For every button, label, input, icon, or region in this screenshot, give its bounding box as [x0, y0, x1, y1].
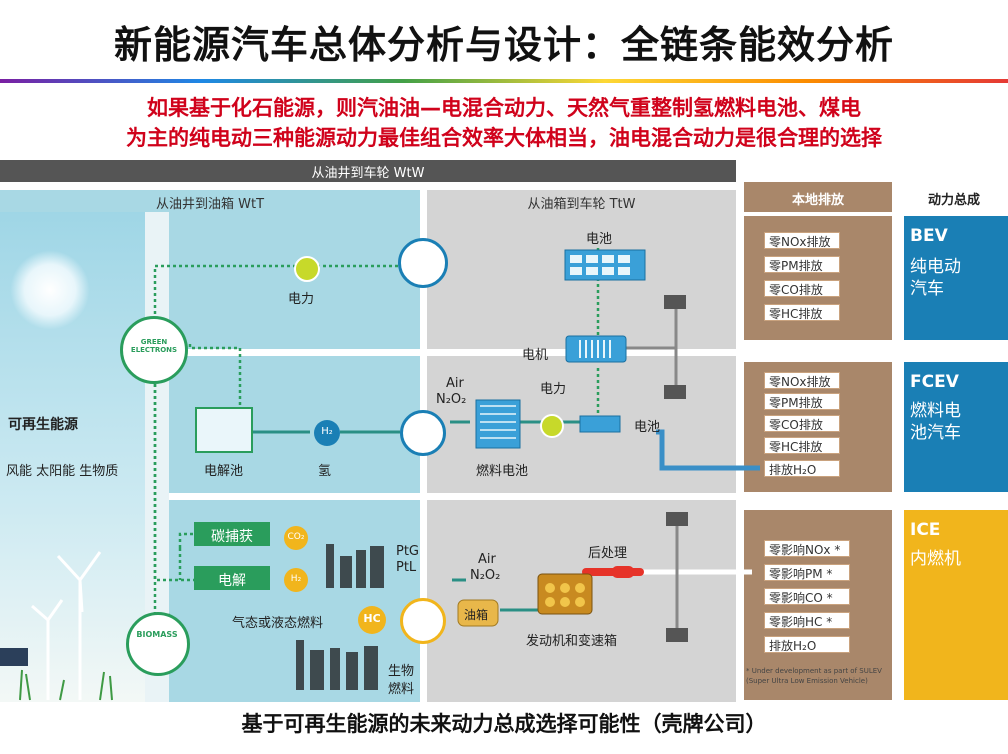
bio-fuel-label-2: 燃料 [388, 682, 415, 697]
fcev-name-1: 燃料电 [910, 401, 961, 421]
energy-chain-diagram: 从油井到车轮 WtW 从油井到油箱 WtT 从油箱到车轮 TtW 本地排放 零N… [0, 160, 1008, 702]
wtw-header-label: 从油井到车轮 WtW [311, 166, 425, 181]
subtitle-line-1: 如果基于化石能源，则汽油油—电混合动力、天然气重整制氢燃料电池、煤电 [147, 96, 861, 120]
ttw-header [427, 190, 736, 212]
co2-badge-label: CO₂ [287, 532, 305, 542]
page-title: 新能源汽车总体分析与设计：全链条能效分析 [113, 23, 894, 67]
fcev-emission-h2o: 排放H₂O [764, 460, 840, 477]
fcev-name-2: 池汽车 [910, 423, 961, 443]
battery-label-2: 电池 [634, 420, 661, 435]
hydrogen-label: 氢 [318, 464, 332, 479]
ptg-label: PtG [396, 544, 420, 559]
electrolyzer-label: 电解池 [204, 464, 244, 479]
subtitle-line-2: 为主的纯电动三种能源动力最佳组合效率大体相当，油电混合动力是很合理的选择 [126, 126, 882, 150]
electrolysis-box [194, 566, 270, 590]
wtw-header [0, 160, 736, 182]
carbon-capture-label: 碳捕获 [211, 529, 253, 545]
bio-fuel-label-1: 生物 [388, 664, 415, 679]
battery-label-1: 电池 [586, 232, 613, 247]
hc-badge-label: HC [363, 612, 381, 625]
fcev-emission-hc: 零HC排放 [764, 437, 840, 454]
air-label-2: Air [478, 552, 496, 567]
powertrain-header-label: 动力总成 [927, 193, 980, 208]
power-label-2: 电力 [540, 382, 567, 397]
h2-badge-label-2: H₂ [290, 574, 302, 584]
h2-badge-icon-2 [284, 568, 308, 592]
power-bolt-icon-2 [540, 414, 564, 438]
charging-plug-icon [398, 238, 448, 288]
power-label-1: 电力 [288, 292, 315, 307]
wtt-header-label: 从油井到油箱 WtT [155, 197, 265, 212]
fcev-code: FCEV [910, 372, 959, 392]
bev-name-2: 汽车 [910, 279, 944, 299]
bev-emission-hc: 零HC排放 [764, 304, 840, 321]
ttw-header-label: 从油箱到车轮 TtW [527, 197, 636, 212]
bev-panel [904, 216, 1008, 340]
ice-emission-h2o: 排放H₂O [764, 636, 850, 653]
n2o2-label-1: N₂O₂ [436, 392, 467, 407]
ice-footnote: * Under development as part of SULEV (Su… [746, 667, 882, 685]
wtt-header [0, 190, 420, 212]
sun-icon [10, 250, 90, 330]
n2o2-label-2: N₂O₂ [470, 568, 501, 583]
ice-emission-nox: 零影响NOx * [764, 540, 850, 557]
electrolysis-label: 电解 [218, 573, 246, 589]
title-divider [0, 79, 1008, 83]
after-treatment-label: 后处理 [588, 546, 628, 561]
h2-badge-label: H₂ [321, 426, 333, 437]
ice-emission-co: 零影响CO * [764, 588, 850, 605]
renewable-sources: 风能 太阳能 生物质 [6, 464, 119, 479]
ice-emission-hc: 零影响HC * [764, 612, 850, 629]
fuel-nozzle-icon [400, 598, 446, 644]
bev-emission-pm: 零PM排放 [764, 256, 840, 273]
co2-badge-icon [284, 526, 308, 550]
bev-code: BEV [910, 226, 948, 246]
ice-code: ICE [910, 520, 941, 540]
biomass-icon [126, 612, 190, 676]
biomass-label: BIOMASS [136, 630, 178, 639]
ice-panel [904, 510, 1008, 700]
ice-emission-pm: 零影响PM * [764, 564, 850, 581]
figure-caption: 基于可再生能源的未来动力总成选择可能性（壳牌公司） [241, 712, 767, 736]
fuel-tank-label: 油箱 [464, 608, 489, 622]
fcev-emission-nox: 零NOx排放 [764, 372, 840, 389]
fcev-emission-pm: 零PM排放 [764, 393, 840, 410]
renewable-title: 可再生能源 [8, 417, 78, 433]
motor-label: 电机 [522, 348, 549, 363]
air-label-1: Air [446, 376, 464, 391]
power-bolt-icon [294, 256, 320, 282]
gas-liquid-fuel-label: 气态或液态燃料 [232, 616, 324, 631]
fuel-cell-label: 燃料电池 [476, 464, 529, 479]
carbon-capture-box [194, 522, 270, 546]
ice-name: 内燃机 [910, 549, 961, 569]
h2-badge-icon [314, 420, 340, 446]
ptl-label: PtL [396, 560, 417, 575]
hc-badge-icon [358, 606, 386, 634]
fcev-emission-co: 零CO排放 [764, 415, 840, 432]
bev-emission-co: 零CO排放 [764, 280, 840, 297]
green-electrons-icon [120, 316, 188, 384]
fcev-panel [904, 362, 1008, 492]
engine-gearbox-label: 发动机和变速箱 [526, 634, 618, 649]
bev-name-1: 纯电动 [910, 257, 961, 277]
bev-emission-nox: 零NOx排放 [764, 232, 840, 249]
wtt-row-bev [169, 212, 420, 349]
local-emission-header-label: 本地排放 [791, 193, 844, 208]
powertrain-header [900, 182, 1008, 212]
local-emission-header [744, 182, 892, 212]
h2-nozzle-icon [400, 410, 446, 456]
green-electrons-label: GREEN ELECTRONS [130, 338, 178, 354]
